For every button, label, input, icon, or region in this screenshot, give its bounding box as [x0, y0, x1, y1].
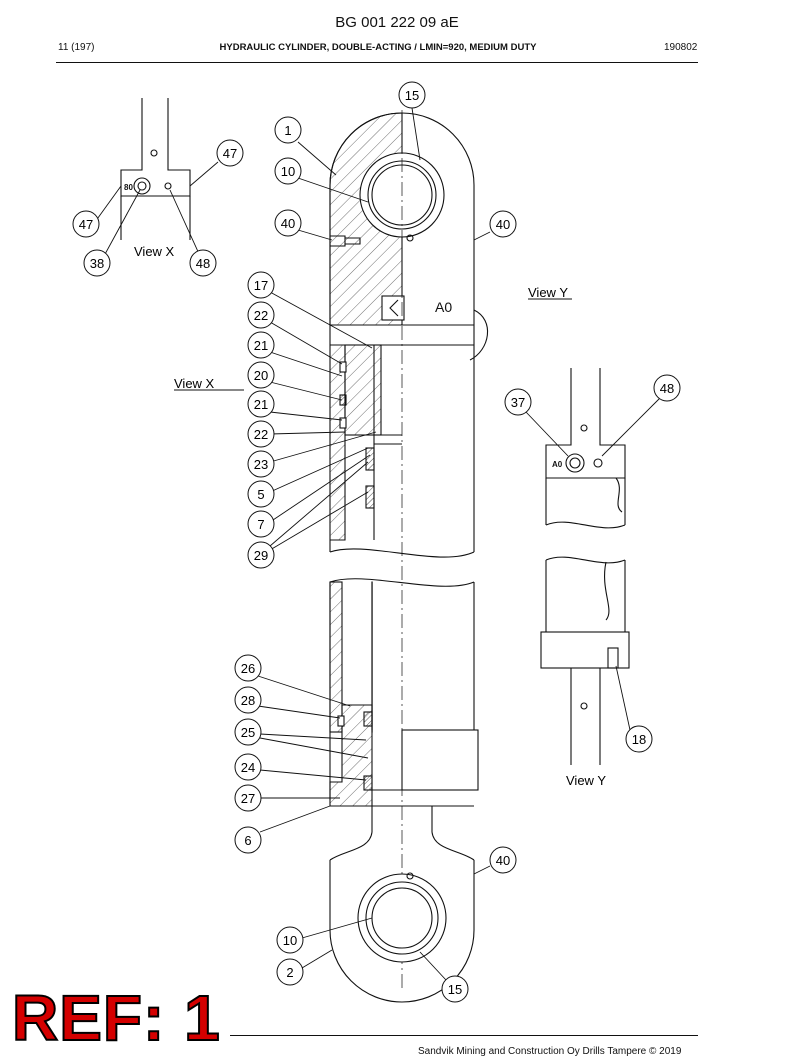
callout-label: 22 — [254, 427, 268, 442]
footer-divider — [230, 1035, 698, 1036]
ref-badge: REF: 1 — [12, 986, 221, 1050]
valve-mark-left: 80 — [124, 183, 133, 192]
callout-label: 38 — [90, 256, 104, 271]
callout-balloon: 1 — [275, 117, 301, 143]
callout-label: 27 — [241, 791, 255, 806]
view-x-caption: View X — [134, 244, 175, 259]
callout-label: 2 — [286, 965, 293, 980]
callout-balloon: 2 — [277, 959, 303, 985]
callout-balloon: 24 — [235, 754, 261, 780]
callout-label: 25 — [241, 725, 255, 740]
body-marking: A0 — [382, 296, 488, 360]
callout-balloon: 40 — [490, 847, 516, 873]
footer-copyright: Sandvik Mining and Construction Oy Drill… — [418, 1046, 681, 1057]
callout-balloon: 21 — [248, 391, 274, 417]
callout-balloon: 29 — [248, 542, 274, 568]
callout-balloon: 21 — [248, 332, 274, 358]
callout-balloon: 27 — [235, 785, 261, 811]
callout-label: 26 — [241, 661, 255, 676]
callout-label: 15 — [448, 982, 462, 997]
view-y-caption: View Y — [566, 773, 606, 788]
callout-label: 22 — [254, 308, 268, 323]
callout-label: 15 — [405, 88, 419, 103]
callout-balloon: 40 — [275, 210, 301, 236]
callout-label: 24 — [241, 760, 255, 775]
callout-balloon: 26 — [235, 655, 261, 681]
callout-balloon: 47 — [73, 211, 99, 237]
callout-label: 47 — [223, 146, 237, 161]
callout-balloon: 6 — [235, 827, 261, 853]
callout-label: 18 — [632, 732, 646, 747]
callout-balloon: 20 — [248, 362, 274, 388]
callout-balloon: 15 — [442, 976, 468, 1002]
callout-balloon: 25 — [235, 719, 261, 745]
callout-label: 21 — [254, 397, 268, 412]
callout-label: 23 — [254, 457, 268, 472]
callout-label: 28 — [241, 693, 255, 708]
callout-label: 48 — [196, 256, 210, 271]
callout-balloon: 7 — [248, 511, 274, 537]
callout-balloon: 10 — [275, 158, 301, 184]
callout-label: 40 — [496, 853, 510, 868]
callout-balloon: 17 — [248, 272, 274, 298]
callout-label: 1 — [284, 123, 291, 138]
callout-balloon: 18 — [626, 726, 652, 752]
callout-label: 29 — [254, 548, 268, 563]
view-y-detail: A0 — [541, 368, 629, 765]
callout-label: 17 — [254, 278, 268, 293]
callout-label: 40 — [496, 217, 510, 232]
body-mark-text: A0 — [435, 299, 452, 315]
view-y-section-label: View Y — [528, 285, 568, 300]
valve-mark-right: A0 — [552, 460, 563, 469]
callout-balloon: 23 — [248, 451, 274, 477]
callout-label: 37 — [511, 395, 525, 410]
callout-label: 6 — [244, 833, 251, 848]
callout-balloon: 48 — [654, 375, 680, 401]
callout-balloon: 22 — [248, 421, 274, 447]
callout-label: 40 — [281, 216, 295, 231]
callout-label: 5 — [257, 487, 264, 502]
callout-label: 47 — [79, 217, 93, 232]
callout-label: 10 — [281, 164, 295, 179]
callout-label: 10 — [283, 933, 297, 948]
callout-balloon: 48 — [190, 250, 216, 276]
callout-label: 21 — [254, 338, 268, 353]
callout-label: 7 — [257, 517, 264, 532]
callout-balloon: 40 — [490, 211, 516, 237]
callout-balloon: 10 — [277, 927, 303, 953]
callout-balloon: 22 — [248, 302, 274, 328]
view-x-detail: 80 — [121, 98, 190, 240]
callout-label: 20 — [254, 368, 268, 383]
callout-balloon: 37 — [505, 389, 531, 415]
callout-balloon: 47 — [217, 140, 243, 166]
callout-balloon: 38 — [84, 250, 110, 276]
callout-label: 48 — [660, 381, 674, 396]
view-x-section-label: View X — [174, 376, 215, 391]
callout-balloon: 5 — [248, 481, 274, 507]
callout-balloon: 28 — [235, 687, 261, 713]
callout-balloon: 15 — [399, 82, 425, 108]
cylinder-tube-lower — [330, 579, 478, 860]
